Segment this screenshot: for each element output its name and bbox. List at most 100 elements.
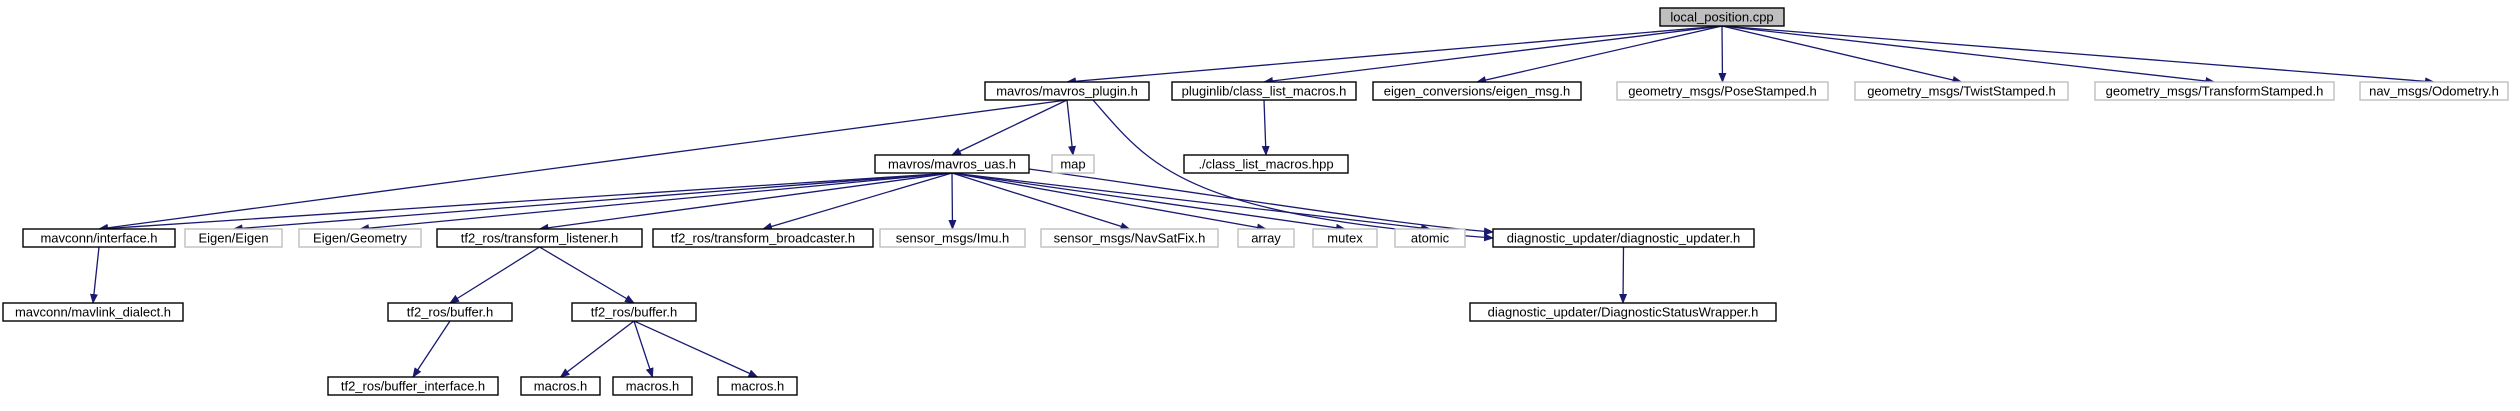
node-box bbox=[1372, 81, 1582, 101]
node-box bbox=[652, 228, 874, 248]
edge-mavros_uas-to-tf2_listener bbox=[538, 172, 953, 232]
edge-buffer_a-to-buffer_interface bbox=[412, 320, 451, 378]
node-label: diagnostic_updater/DiagnosticStatusWrapp… bbox=[1488, 305, 1759, 320]
node-map: map bbox=[1051, 154, 1095, 174]
node-box bbox=[1237, 228, 1295, 248]
node-mavros-plugin[interactable]: mavros/mavros_plugin.h bbox=[984, 81, 1150, 101]
edge-local_position-to-odometry bbox=[1721, 25, 2435, 86]
node-label: atomic bbox=[1411, 231, 1450, 246]
node-twist-stamped: geometry_msgs/TwistStamped.h bbox=[1854, 81, 2069, 101]
node-box bbox=[387, 302, 513, 322]
node-label: mavconn/mavlink_dialect.h bbox=[15, 305, 171, 320]
node-label: pluginlib/class_list_macros.h bbox=[1182, 84, 1347, 99]
edge-mavros_uas-to-mavconn_interface bbox=[98, 172, 953, 233]
node-pose-stamped: geometry_msgs/PoseStamped.h bbox=[1616, 81, 1829, 101]
node-box bbox=[984, 81, 1150, 101]
node-label: tf2_ros/buffer.h bbox=[407, 305, 494, 320]
node-class-list-macros[interactable]: pluginlib/class_list_macros.h bbox=[1171, 81, 1357, 101]
node-macros-2[interactable]: macros.h bbox=[612, 376, 693, 396]
edge-tf2_listener-to-buffer_a bbox=[449, 246, 540, 304]
node-tf2-listener[interactable]: tf2_ros/transform_listener.h bbox=[436, 228, 643, 248]
node-mavlink-dialect[interactable]: mavconn/mavlink_dialect.h bbox=[2, 302, 184, 322]
node-eigen-eigen: Eigen/Eigen bbox=[184, 228, 283, 248]
node-box bbox=[879, 228, 1026, 248]
node-box bbox=[612, 376, 693, 396]
node-label: macros.h bbox=[626, 379, 679, 394]
node-tf2-broadcaster[interactable]: tf2_ros/transform_broadcaster.h bbox=[652, 228, 874, 248]
node-box bbox=[1183, 154, 1349, 174]
node-navsatfix: sensor_msgs/NavSatFix.h bbox=[1040, 228, 1219, 248]
node-label: macros.h bbox=[534, 379, 587, 394]
node-label: ./class_list_macros.hpp bbox=[1198, 157, 1333, 172]
node-label: sensor_msgs/NavSatFix.h bbox=[1054, 231, 1206, 246]
node-label: Eigen/Eigen bbox=[198, 231, 268, 246]
node-macros-3[interactable]: macros.h bbox=[717, 376, 798, 396]
node-eigen-msg[interactable]: eigen_conversions/eigen_msg.h bbox=[1372, 81, 1582, 101]
node-label: mavconn/interface.h bbox=[40, 231, 157, 246]
edge-mavros_uas-to-diagnostic_updater bbox=[1028, 168, 1494, 236]
edge-mavros_uas-to-navsatfix bbox=[951, 172, 1131, 231]
edge-mavros_uas-to-atomic bbox=[951, 172, 1431, 232]
node-box bbox=[1469, 302, 1777, 322]
edge-mavros_uas-to-imu bbox=[948, 172, 957, 230]
node-mavconn-interface[interactable]: mavconn/interface.h bbox=[22, 228, 176, 248]
node-label: sensor_msgs/Imu.h bbox=[896, 231, 1009, 246]
edge-mavros_uas-to-mutex bbox=[951, 172, 1346, 232]
node-diagnostic-updater[interactable]: diagnostic_updater/diagnostic_updater.h bbox=[1492, 228, 1755, 248]
node-box bbox=[1394, 228, 1466, 248]
node-box bbox=[520, 376, 601, 396]
node-box bbox=[1659, 7, 1785, 27]
node-label: geometry_msgs/TwistStamped.h bbox=[1867, 84, 2056, 99]
edge-buffer_b-to-macros_1 bbox=[559, 320, 635, 378]
edge-local_position-to-class_list_macros bbox=[1263, 25, 1723, 85]
node-box bbox=[1051, 154, 1095, 174]
node-label: map bbox=[1060, 157, 1085, 172]
node-label: mavros/mavros_uas.h bbox=[888, 157, 1016, 172]
node-box bbox=[1854, 81, 2069, 101]
node-label: geometry_msgs/TransformStamped.h bbox=[2106, 84, 2324, 99]
edge-tf2_listener-to-buffer_b bbox=[539, 246, 635, 304]
node-label: nav_msgs/Odometry.h bbox=[2369, 84, 2499, 99]
node-diag-status-wrapper[interactable]: diagnostic_updater/DiagnosticStatusWrapp… bbox=[1469, 302, 1777, 322]
node-buffer-b[interactable]: tf2_ros/buffer.h bbox=[571, 302, 697, 322]
edge-mavros_plugin-to-map bbox=[1066, 99, 1077, 156]
node-box bbox=[436, 228, 643, 248]
node-box bbox=[717, 376, 798, 396]
edge-local_position-to-twist_stamped bbox=[1721, 25, 1963, 84]
node-box bbox=[1616, 81, 1829, 101]
edge-buffer_b-to-macros_2 bbox=[633, 320, 654, 378]
edge-local_position-to-transform_stamped bbox=[1721, 25, 2216, 85]
node-eigen-geometry: Eigen/Geometry bbox=[298, 228, 422, 248]
edge-buffer_b-to-macros_3 bbox=[633, 320, 759, 378]
edge-class_list_macros-to-class_list_macros_hpp bbox=[1261, 99, 1270, 156]
node-box bbox=[874, 154, 1030, 174]
node-label: eigen_conversions/eigen_msg.h bbox=[1384, 84, 1570, 99]
node-label: tf2_ros/transform_broadcaster.h bbox=[671, 231, 855, 246]
edge-mavros_plugin-to-diagnostic_updater bbox=[1092, 99, 1494, 242]
node-label: tf2_ros/buffer_interface.h bbox=[341, 379, 485, 394]
node-class-list-macros-hpp[interactable]: ./class_list_macros.hpp bbox=[1183, 154, 1349, 174]
node-buffer-interface[interactable]: tf2_ros/buffer_interface.h bbox=[327, 376, 499, 396]
node-local-position[interactable]: local_position.cpp bbox=[1659, 7, 1785, 27]
node-macros-1[interactable]: macros.h bbox=[520, 376, 601, 396]
node-label: diagnostic_updater/diagnostic_updater.h bbox=[1507, 231, 1740, 246]
edge-mavros_uas-to-eigen_eigen bbox=[232, 172, 953, 233]
node-buffer-a[interactable]: tf2_ros/buffer.h bbox=[387, 302, 513, 322]
node-odometry: nav_msgs/Odometry.h bbox=[2359, 81, 2509, 101]
edge-mavconn_interface-to-mavlink_dialect bbox=[89, 246, 100, 304]
node-box bbox=[298, 228, 422, 248]
node-box bbox=[1312, 228, 1378, 248]
node-label: tf2_ros/transform_listener.h bbox=[461, 231, 619, 246]
node-label: geometry_msgs/PoseStamped.h bbox=[1628, 84, 1817, 99]
edge-local_position-to-eigen_msg bbox=[1476, 25, 1723, 84]
edge-local_position-to-mavros_plugin bbox=[1066, 25, 1723, 86]
node-box bbox=[184, 228, 283, 248]
node-label: tf2_ros/buffer.h bbox=[591, 305, 678, 320]
node-box bbox=[2359, 81, 2509, 101]
node-imu: sensor_msgs/Imu.h bbox=[879, 228, 1026, 248]
node-mavros-uas[interactable]: mavros/mavros_uas.h bbox=[874, 154, 1030, 174]
node-label: Eigen/Geometry bbox=[313, 231, 407, 246]
edge-mavros_plugin-to-mavconn_interface bbox=[98, 99, 1068, 232]
node-mutex: mutex bbox=[1312, 228, 1378, 248]
